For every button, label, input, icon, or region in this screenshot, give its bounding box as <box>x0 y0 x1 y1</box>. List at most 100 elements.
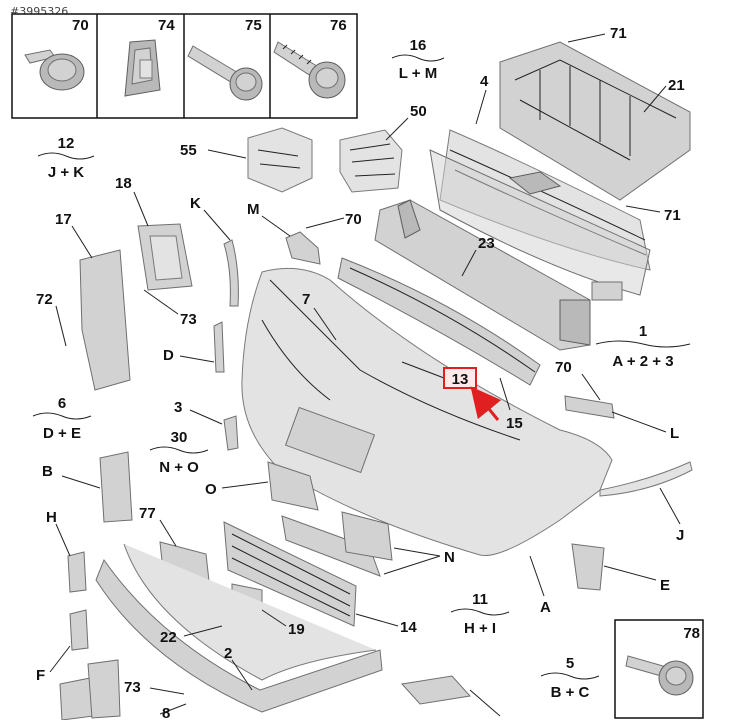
part-N-strip <box>281 515 381 577</box>
part-M-bracket <box>285 231 321 265</box>
highlight-box-13 <box>443 367 477 389</box>
part-22-lower-lip <box>95 558 383 713</box>
box-label-74: 74 <box>158 17 175 34</box>
callout-J: J <box>676 527 684 544</box>
part-17-side-bracket <box>79 249 131 391</box>
callout-15: 15 <box>506 415 523 432</box>
part-B-bracket <box>99 451 133 523</box>
part-55-cube <box>247 127 313 193</box>
callout-7: 7 <box>302 291 310 308</box>
group-label-16: 16 L + M <box>391 37 445 82</box>
callout-D: D <box>163 347 174 364</box>
part-C-clip <box>401 675 471 705</box>
group-label-6: 6 D + E <box>32 395 92 442</box>
svg-text:J + K: J + K <box>48 164 84 181</box>
callout-72: 72 <box>36 291 53 308</box>
part-F-clip <box>59 677 95 720</box>
box-label-76: 76 <box>330 17 347 34</box>
box-label-75: 75 <box>245 17 262 34</box>
callout-E: E <box>660 577 670 594</box>
part-fog-frame <box>87 659 121 719</box>
part-L-bracket <box>564 395 615 419</box>
group-label-30: 30 N + O <box>149 429 209 476</box>
part-18-side-bracket <box>137 223 193 291</box>
part-H-clip <box>67 551 87 593</box>
part-3-clip <box>223 415 239 451</box>
part-D-clip <box>213 321 225 373</box>
svg-text:D + E: D + E <box>43 425 81 442</box>
callout-73-lower: 73 <box>124 679 141 696</box>
fastener-75-icon <box>187 45 263 101</box>
svg-text:11: 11 <box>472 591 488 608</box>
callout-70-right: 70 <box>555 359 572 376</box>
part-15-absorber <box>337 257 541 386</box>
callout-A: A <box>540 599 551 616</box>
callout-F: F <box>36 667 45 684</box>
part-K-bracket <box>223 239 239 307</box>
svg-text:5: 5 <box>566 655 574 672</box>
callout-18: 18 <box>115 175 132 192</box>
callout-M: M <box>247 201 260 218</box>
callout-71-top: 71 <box>610 25 627 42</box>
header-fastener-boxes: 70 74 75 76 <box>11 13 358 119</box>
callout-22: 22 <box>160 629 177 646</box>
callout-23: 23 <box>478 235 495 252</box>
callout-77: 77 <box>139 505 156 522</box>
highlight-arrow <box>470 386 502 421</box>
part-23-reinforcement-beam <box>374 199 591 351</box>
svg-text:30: 30 <box>171 429 188 446</box>
callout-N: N <box>444 549 455 566</box>
svg-text:N + O: N + O <box>159 459 199 476</box>
svg-text:A + 2 + 3: A + 2 + 3 <box>612 353 673 370</box>
fastener-70-icon <box>24 49 85 91</box>
svg-text:1: 1 <box>639 323 647 340</box>
svg-text:L + M: L + M <box>399 65 437 82</box>
callout-O: O <box>205 481 217 498</box>
callout-71-mid: 71 <box>664 207 681 224</box>
part-2-lower-spoiler <box>123 543 377 681</box>
callout-70-upper: 70 <box>345 211 362 228</box>
part-21-upper-support <box>499 41 691 201</box>
svg-text:16: 16 <box>410 37 427 54</box>
callout-2: 2 <box>224 645 232 662</box>
part-J-trim-strip <box>599 461 693 497</box>
fastener-74-icon <box>124 39 161 97</box>
part-14-lower-grille <box>223 521 357 627</box>
group-label-5: 5 B + C <box>540 655 600 701</box>
callout-3: 3 <box>174 399 182 416</box>
callout-K: K <box>190 195 201 212</box>
part-N-plate <box>341 511 393 561</box>
part-O-plate <box>267 461 319 511</box>
part-A-bumper-cover <box>241 267 613 557</box>
callout-50: 50 <box>410 103 427 120</box>
callout-21: 21 <box>668 77 685 94</box>
group-label-11: 11 H + I <box>450 591 510 637</box>
callout-H: H <box>46 509 57 526</box>
callout-4: 4 <box>480 73 489 90</box>
svg-text:B + C: B + C <box>551 684 590 701</box>
callout-73-upper: 73 <box>180 311 197 328</box>
part-I-clip <box>69 609 89 651</box>
callout-55: 55 <box>180 142 197 159</box>
callout-B: B <box>42 463 53 480</box>
part-50-module <box>339 129 403 193</box>
svg-text:12: 12 <box>58 135 75 152</box>
callout-13-highlighted: 13 <box>452 371 469 388</box>
callout-8: 8 <box>162 705 170 720</box>
box-label-70: 70 <box>72 17 89 34</box>
group-label-12: 12 J + K <box>37 135 95 181</box>
svg-text:6: 6 <box>58 395 66 412</box>
callout-19: 19 <box>288 621 305 638</box>
svg-text:H + I: H + I <box>464 620 496 637</box>
fastener-76-icon <box>273 41 346 99</box>
part-E-bracket <box>571 543 605 591</box>
callouts: 71 21 4 50 55 71 18 17 K M 70 23 72 73 7… <box>36 25 685 720</box>
fastener-78-box: 78 <box>614 619 704 719</box>
callout-L: L <box>670 425 679 442</box>
callout-17: 17 <box>55 211 72 228</box>
callout-14: 14 <box>400 619 417 636</box>
box-label-78: 78 <box>683 625 700 642</box>
group-label-1: 1 A + 2 + 3 <box>595 323 691 370</box>
part-grille-outer-frame <box>429 149 651 301</box>
